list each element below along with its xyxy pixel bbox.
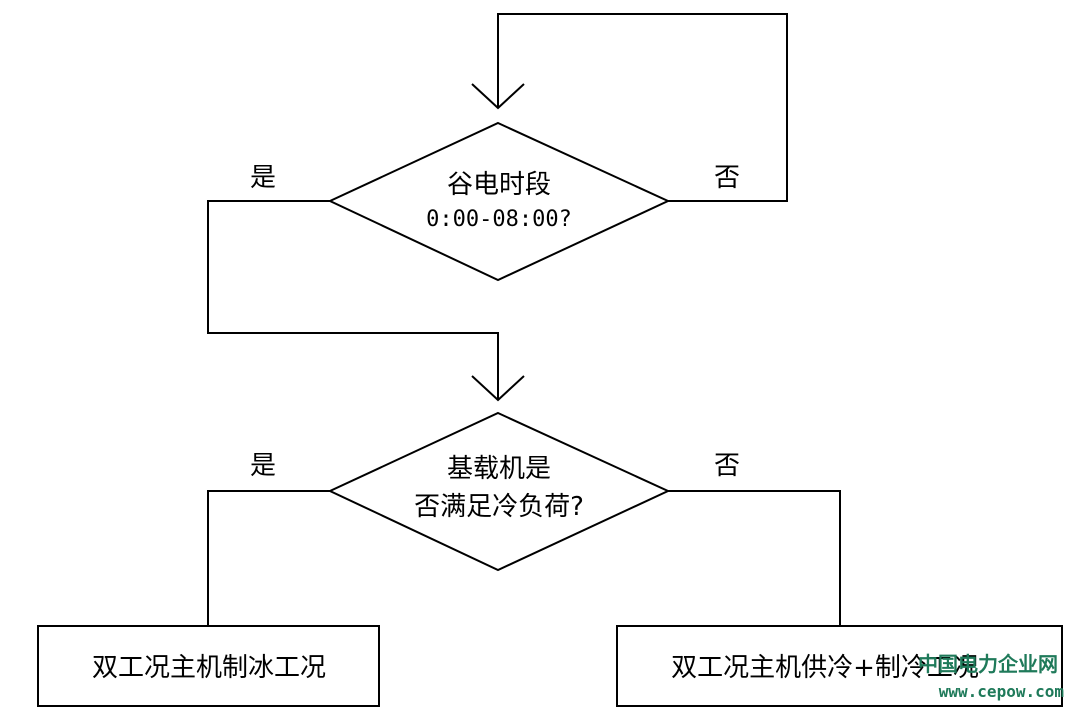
label-yes-1: 是	[250, 163, 276, 193]
box-ice-making	[37, 625, 380, 707]
box-cooling-supply	[616, 625, 1063, 707]
arrowhead-yes-1	[471, 375, 525, 402]
decision-base-load	[327, 411, 671, 572]
connector-yes-1	[207, 200, 499, 400]
label-no-2: 否	[714, 451, 740, 481]
watermark-url: www.cepow.com	[939, 682, 1065, 701]
decision-valley-period-line2: 0:00-08:00?	[426, 207, 572, 232]
decision-base-load-line2: 否满足冷负荷?	[414, 492, 584, 522]
box-cooling-supply-label: 双工况主机供冷+制冷工况	[671, 653, 979, 683]
connector-no-2	[668, 490, 841, 626]
label-no-1: 否	[714, 163, 740, 193]
decision-base-load-line1: 基载机是	[447, 454, 551, 484]
connector-no-loop	[497, 13, 788, 202]
connector-yes-2	[207, 490, 330, 626]
label-yes-2: 是	[250, 451, 276, 481]
decision-valley-period	[327, 121, 671, 282]
watermark-name: 中国电力企业网	[918, 652, 1058, 676]
box-ice-making-label: 双工况主机制冰工况	[92, 653, 326, 683]
decision-valley-period-line1: 谷电时段	[447, 170, 551, 200]
arrowhead-loop	[471, 83, 525, 110]
